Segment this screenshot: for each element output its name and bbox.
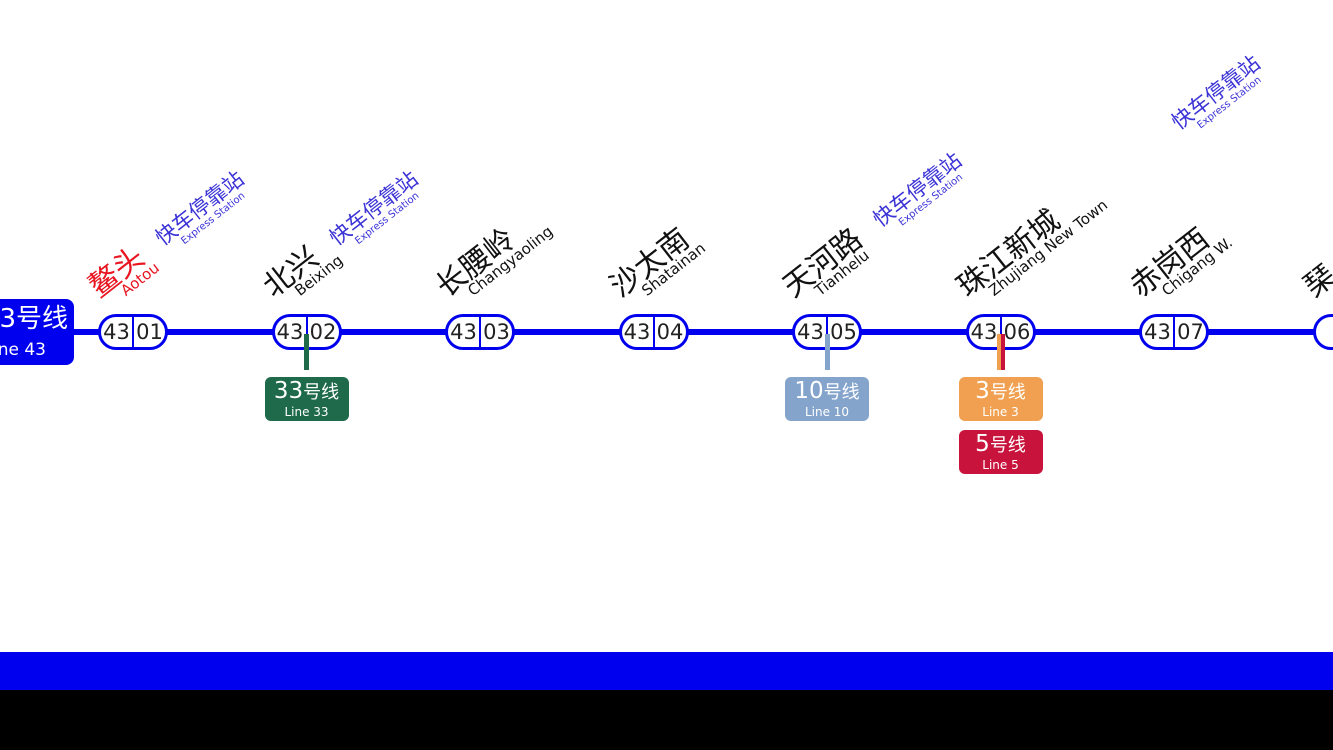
station-code-number: 03 [479, 317, 512, 347]
station-name-cn: 琹 [1297, 258, 1333, 305]
transfer-line-cn: 5号线 [959, 432, 1043, 458]
station-code-number: 04 [652, 317, 686, 347]
transfer-line-number: 3 [975, 378, 990, 404]
station-code-number: 06 [999, 317, 1033, 347]
transfer-line-number: 10 [794, 378, 824, 404]
transfer-line-suffix: 号线 [989, 382, 1026, 403]
station-code-number: 07 [1173, 317, 1206, 347]
station-code-line: 43 [623, 319, 651, 344]
station-code-line: 43 [1144, 319, 1171, 344]
transfer-line-suffix: 号线 [989, 435, 1026, 456]
transfer-line-cn: 10号线 [785, 379, 869, 405]
transfer-line-en: Line 10 [804, 405, 850, 419]
station-code-line: 43 [103, 319, 130, 344]
station-code-line: 43 [450, 319, 477, 344]
station-code-line: 43 [970, 319, 998, 344]
transfer-line-en: Line 5 [982, 458, 1019, 472]
station-code-number: 02 [305, 317, 339, 347]
line-badge-en: ne 43 [0, 340, 46, 360]
station-code-line: 43 [276, 319, 304, 344]
transfer-line-cn: 3号线 [959, 379, 1043, 405]
transfer-connector [304, 334, 309, 370]
line-badge: 3号线 ne 43 [0, 299, 74, 365]
transfer-line-suffix: 号线 [303, 382, 340, 403]
transfer-connector [824, 334, 830, 370]
station-code-line: 43 [797, 319, 824, 344]
station-code[interactable]: 4 [1312, 314, 1333, 350]
transfer-line-en: Line 33 [284, 405, 329, 419]
station-code-number: 05 [826, 317, 859, 347]
bottom-black-bar [0, 690, 1333, 750]
transfer-line-suffix: 号线 [823, 382, 860, 403]
station-code-line: 4 [1316, 317, 1333, 347]
transfer-line-number: 5 [975, 431, 990, 457]
line-badge-cn: 3号线 [0, 304, 68, 334]
transfer-line-number: 33 [273, 378, 304, 404]
transfer-line-en: Line 3 [982, 405, 1019, 419]
transfer-connector [1000, 334, 1005, 370]
transfer-line-cn: 33号线 [265, 379, 349, 405]
transfer-connector [996, 334, 1001, 370]
station-code-number: 01 [132, 317, 165, 347]
bottom-line-bar [0, 652, 1333, 690]
